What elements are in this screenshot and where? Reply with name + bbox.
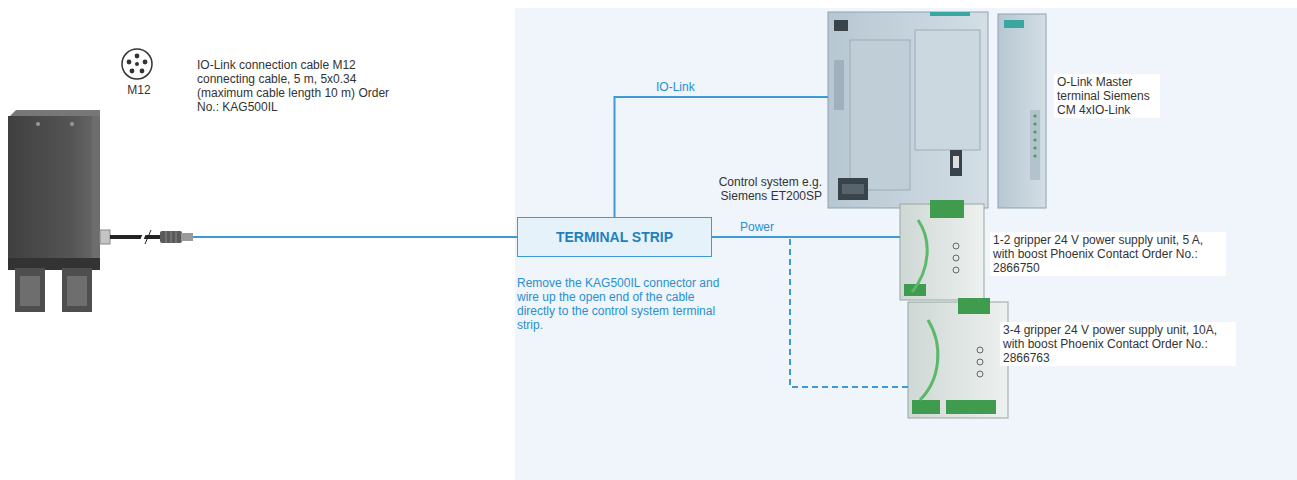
edge-label: Power <box>740 220 800 234</box>
terminal-strip-box: TERMINAL STRIP <box>517 217 712 257</box>
gripper-node: M12 <box>8 50 193 315</box>
cable-line <box>615 97 829 217</box>
panel-ground <box>515 8 1297 480</box>
power-supply-node: 3-4 gripper 24 V power supply unit, 10A,… <box>908 302 1008 418</box>
device-caption: Control system e.g. Siemens ET200SP <box>682 175 822 203</box>
m12-pin-face <box>122 49 152 79</box>
edge-label: IO-Link connection cable M12 connecting … <box>197 58 402 114</box>
power-supply-figure <box>908 298 1008 418</box>
device-caption: 1-2 gripper 24 V power supply unit, 5 A,… <box>990 232 1226 276</box>
device-caption: 3-4 gripper 24 V power supply unit, 10A,… <box>1000 322 1236 366</box>
note-text: Remove the KAG500IL connector and wire u… <box>517 276 722 332</box>
power-supply-figure <box>900 200 984 300</box>
box-title: TERMINAL STRIP <box>556 229 673 246</box>
device-caption: O-Link Master terminal Siemens CM 4xIO-L… <box>1054 74 1160 118</box>
edge-label: IO-Link <box>656 80 716 94</box>
cable-line <box>712 237 908 387</box>
control-system-node: Control system e.g. Siemens ET200SP <box>828 12 988 208</box>
plc-figure <box>828 12 1046 208</box>
gripper-figure <box>8 110 193 312</box>
device-caption: M12 <box>119 83 159 97</box>
power-supply-node: 1-2 gripper 24 V power supply unit, 5 A,… <box>900 204 984 300</box>
cable-line <box>193 236 517 238</box>
cable-line <box>712 236 900 238</box>
io-link-master-node: O-Link Master terminal Siemens CM 4xIO-L… <box>998 14 1046 208</box>
